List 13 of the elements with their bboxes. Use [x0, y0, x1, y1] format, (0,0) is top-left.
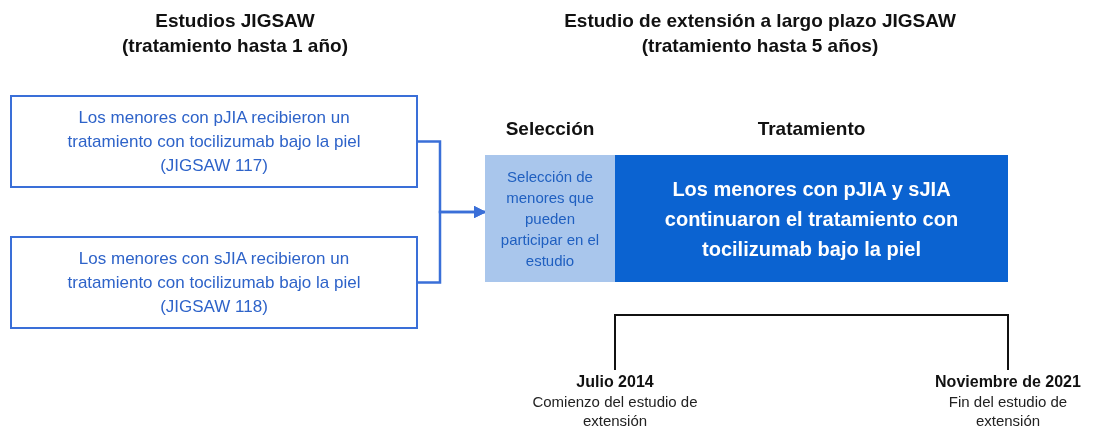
phase-heading: Tratamiento	[756, 118, 867, 140]
process-box: Los menores con pJIA recibieron un tratamiento con tocilizumab bajo la piel (JIGSAW 117)	[10, 95, 418, 188]
phase-heading: Selección	[504, 118, 596, 140]
timeline-note: Comienzo del estudio de extensión	[531, 392, 699, 430]
panel-text: Selección de menores que pueden participar en el estudio	[499, 167, 601, 271]
column-heading: Estudio de extensión a largo plazo JIGSAW (tratamiento hasta 5 años)	[563, 9, 957, 58]
panel-text: Los menores con pJIA y sJIA continuaron el tratamiento con tocilizumab bajo la piel	[663, 176, 960, 262]
timeline-date: Julio 2014	[575, 372, 655, 392]
process-box: Los menores con sJIA recibieron un tratamiento con tocilizumab bajo la piel (JIGSAW 118)	[10, 236, 418, 329]
timeline-date: Noviembre de 2021	[934, 372, 1082, 392]
column-heading: Estudios JIGSAW (tratamiento hasta 1 año)	[121, 9, 349, 58]
arrow	[418, 205, 487, 284]
timeline-note: Fin del estudio de extensión	[947, 392, 1069, 430]
